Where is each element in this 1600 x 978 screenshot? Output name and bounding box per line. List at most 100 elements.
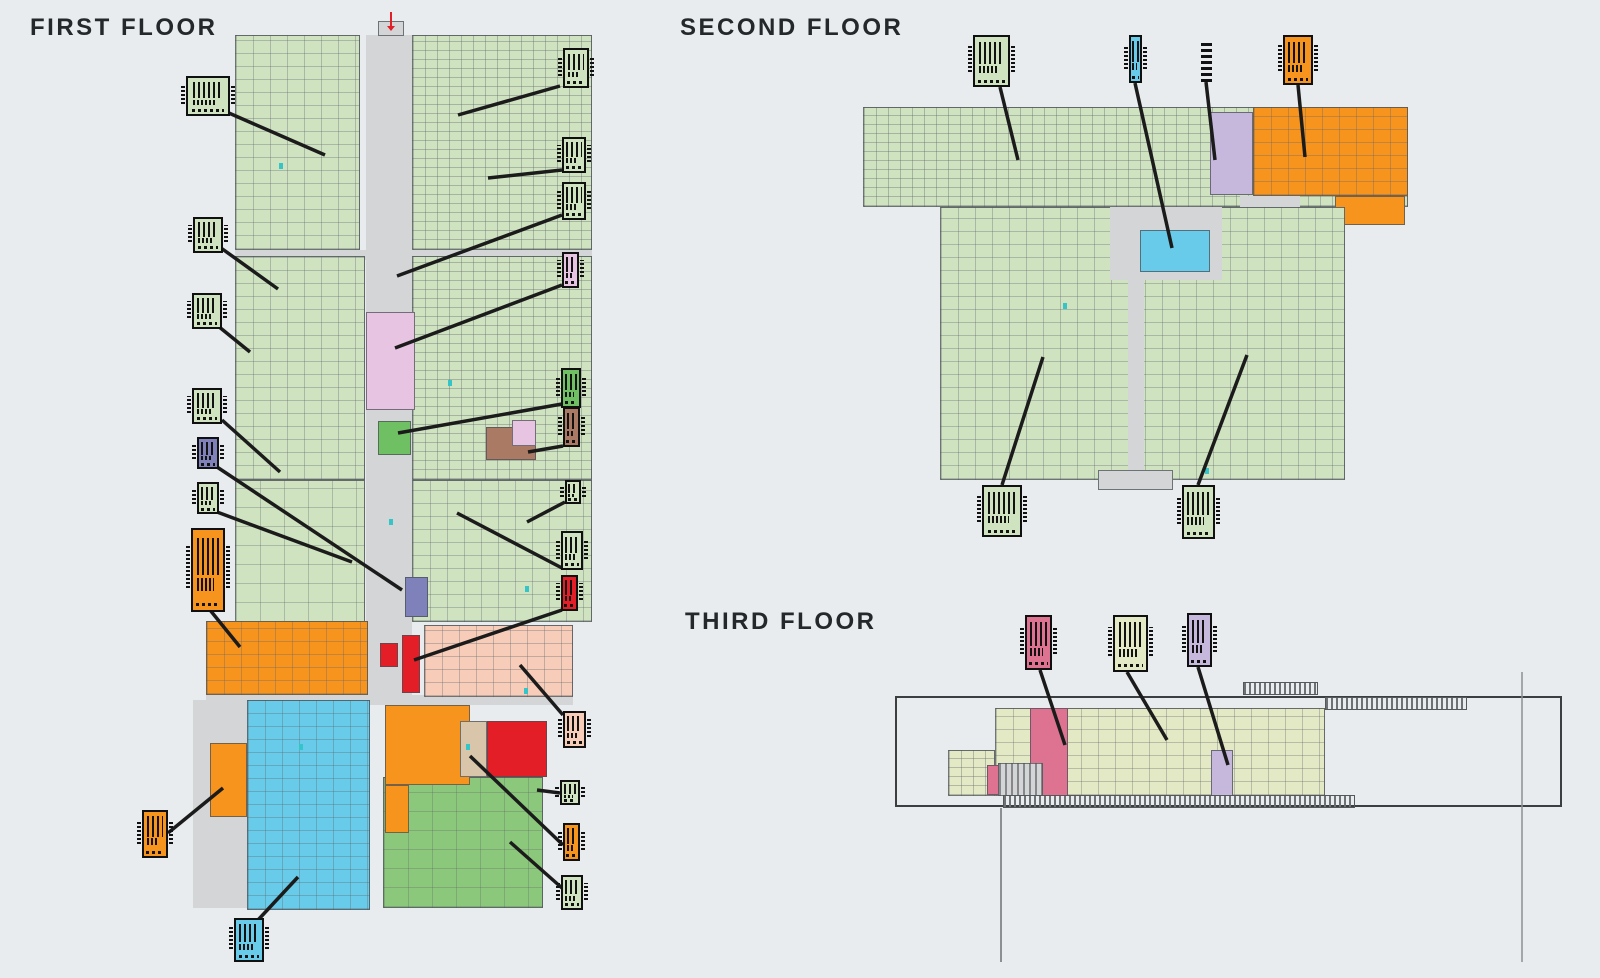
rotated-text-stub xyxy=(581,831,585,850)
callout-card-first xyxy=(556,531,588,570)
rotated-text-stub xyxy=(137,819,141,845)
zone-second-stair-bump xyxy=(1098,470,1173,490)
callout-card-second xyxy=(1177,485,1220,539)
rotated-text-stub xyxy=(557,144,561,163)
leader-line xyxy=(518,663,565,717)
microtext-bars xyxy=(1118,622,1143,647)
microtext-bars xyxy=(565,554,576,560)
callout-card-first xyxy=(187,388,227,424)
rotated-text-stub xyxy=(584,882,588,900)
leader-line xyxy=(1204,81,1217,161)
microtext-bars xyxy=(146,816,164,837)
leader-line xyxy=(208,608,242,649)
zone-first-open-office-nw xyxy=(235,35,360,250)
leader-line xyxy=(457,84,561,117)
leader-line xyxy=(221,108,326,157)
zone-first-orange-small-w xyxy=(210,743,247,817)
microtext-bars xyxy=(565,273,574,279)
microtext-bars xyxy=(198,222,218,237)
microtext-bars xyxy=(239,924,259,943)
leader-line xyxy=(166,786,225,835)
microtext-bars xyxy=(566,142,582,157)
zone-first-red-room-a xyxy=(380,643,398,667)
leader-line xyxy=(526,500,566,524)
teal-accent-dot xyxy=(1063,303,1067,309)
microtext-bars xyxy=(196,538,220,575)
microtext-bars xyxy=(567,53,585,71)
teal-accent-dot xyxy=(448,380,452,386)
zone-third-hatch-bottom xyxy=(1003,795,1355,808)
teal-accent-dot xyxy=(389,519,393,525)
microtext-bars xyxy=(563,784,577,794)
rotated-text-stub xyxy=(220,444,224,460)
callout-card-first xyxy=(192,482,224,514)
microtext-caption xyxy=(200,507,216,511)
zone-first-open-office-wmid xyxy=(235,256,365,480)
rotated-text-stub xyxy=(555,785,559,798)
microtext-bars xyxy=(201,500,212,506)
microtext-bars xyxy=(201,455,212,461)
leader-line xyxy=(998,86,1020,161)
callout-card-first xyxy=(188,217,228,253)
rotated-text-stub xyxy=(1213,624,1217,652)
leader-line xyxy=(396,213,563,278)
microtext-bars xyxy=(196,578,214,591)
microtext-bars xyxy=(566,204,578,210)
callout-card-first xyxy=(557,252,584,288)
rotated-text-stub xyxy=(584,539,588,559)
microtext-caption xyxy=(1118,664,1143,668)
rotated-text-stub xyxy=(556,539,560,559)
leader-line xyxy=(456,511,563,570)
rotated-text-stub xyxy=(556,376,560,397)
leader-line xyxy=(1196,666,1230,766)
rotated-text-stub xyxy=(187,395,191,414)
teal-accent-dot xyxy=(1205,468,1209,474)
rotated-text-stub xyxy=(224,224,228,243)
leader-line xyxy=(413,608,563,662)
microtext-caption xyxy=(196,417,218,421)
zone-first-training-room-pink xyxy=(366,312,415,410)
rotated-text-stub xyxy=(229,927,233,950)
microtext-caption xyxy=(564,903,580,907)
microtext-bars xyxy=(1029,647,1044,656)
rotated-text-stub xyxy=(223,300,227,319)
leader-line xyxy=(220,418,282,474)
rotated-text-stub xyxy=(579,582,583,601)
leader-line xyxy=(1296,84,1307,158)
callout-card-first xyxy=(558,48,594,88)
microtext-bars xyxy=(239,944,255,951)
microtext-bars xyxy=(566,845,575,851)
rotated-text-stub xyxy=(265,927,269,950)
rotated-text-stub xyxy=(558,415,562,436)
rotated-text-stub xyxy=(557,190,561,209)
microtext-bars xyxy=(564,391,575,398)
microtext-caption xyxy=(1029,662,1048,666)
zone-second-orange-topzone xyxy=(1253,107,1408,196)
callout-card-first xyxy=(137,810,173,858)
leader-line xyxy=(487,168,563,180)
teal-accent-dot xyxy=(524,688,528,694)
microtext-bars xyxy=(1118,648,1137,658)
rotated-text-stub xyxy=(192,489,196,505)
microtext-bars xyxy=(566,187,582,204)
zone-first-orange-band xyxy=(206,621,368,695)
callout-card-first xyxy=(558,407,585,447)
microtext-bars xyxy=(988,515,1010,524)
microtext-caption xyxy=(564,563,580,567)
rotated-text-stub xyxy=(192,444,196,460)
leader-line xyxy=(1000,356,1045,486)
leader-line xyxy=(216,324,252,354)
rotated-text-stub xyxy=(557,259,561,278)
callout-card-second xyxy=(968,35,1015,87)
callout-card-first xyxy=(556,368,586,408)
callout-card-first xyxy=(558,823,585,861)
callout-card-second xyxy=(1278,35,1318,85)
zone-second-blue-meeting xyxy=(1140,230,1210,272)
callout-card-second xyxy=(1201,42,1212,82)
microtext-caption xyxy=(978,79,1005,83)
rotated-text-stub xyxy=(1149,626,1153,656)
second-floor-title: SECOND FLOOR xyxy=(680,14,904,41)
microtext-caption xyxy=(563,798,577,802)
zone-first-slate-room xyxy=(405,577,428,617)
